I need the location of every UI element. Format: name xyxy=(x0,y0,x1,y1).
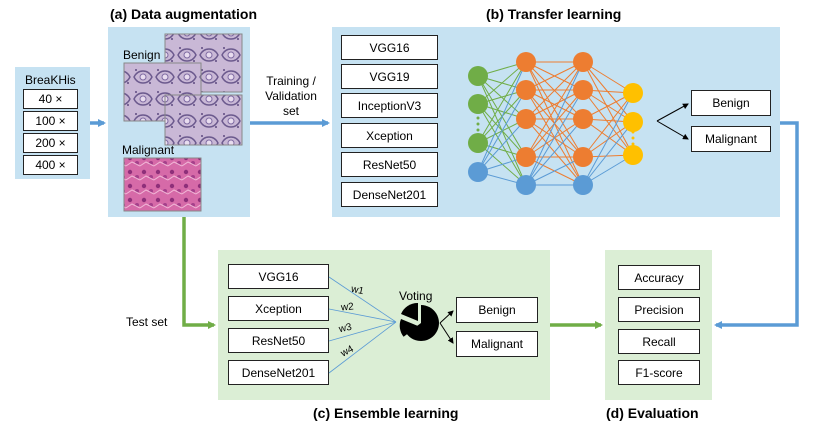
network-node xyxy=(573,109,593,129)
network-ellipsis-dot xyxy=(476,128,480,132)
magnification-box: 200 × xyxy=(23,133,78,153)
network-ellipsis-dot xyxy=(631,142,635,146)
malignant-image-label: Malignant xyxy=(122,143,175,157)
ensemble-model-box: DenseNet201 xyxy=(228,360,329,385)
network-edge xyxy=(477,61,527,105)
network-ellipsis-dot xyxy=(476,116,480,120)
network-ellipsis-dot xyxy=(631,130,635,134)
benign-image-3 xyxy=(164,94,243,146)
network-edge xyxy=(525,61,584,91)
network-ellipsis-dot xyxy=(631,136,635,140)
transfer-model-box: ResNet50 xyxy=(341,152,438,177)
network-ellipsis-dot xyxy=(476,122,480,126)
network-node xyxy=(623,145,643,165)
network-edge xyxy=(525,156,584,186)
ensemble-output-malignant: Malignant xyxy=(456,331,538,357)
network-edge xyxy=(582,92,634,158)
transfer-model-box: DenseNet201 xyxy=(341,182,438,207)
magnification-box: 400 × xyxy=(23,155,78,175)
ensemble-output-benign: Benign xyxy=(456,297,538,323)
network-edge xyxy=(477,61,527,173)
voting-label: Voting xyxy=(399,289,433,303)
network-node xyxy=(468,94,488,114)
network-node xyxy=(573,147,593,167)
metric-box: Accuracy xyxy=(618,265,700,290)
network-edge xyxy=(525,61,584,186)
section-title-b: (b) Transfer learning xyxy=(486,6,622,22)
network-node xyxy=(516,80,536,100)
arrow-transfer-to-evaluation xyxy=(714,121,799,329)
network-edge xyxy=(525,89,584,186)
weight-line xyxy=(328,321,397,374)
malignant-image xyxy=(123,157,202,212)
section-title-a: (a) Data augmentation xyxy=(110,6,258,22)
voting-fork-benign xyxy=(439,310,454,324)
ensemble-model-box: VGG16 xyxy=(228,264,329,289)
network-node xyxy=(468,66,488,86)
network-node xyxy=(623,83,643,103)
network-edge xyxy=(582,118,634,156)
network-edge xyxy=(477,61,527,144)
transfer-model-box: VGG16 xyxy=(341,35,438,60)
network-edge xyxy=(477,89,527,173)
transfer-model-box: Xception xyxy=(341,123,438,148)
network-node xyxy=(516,52,536,72)
network-edge xyxy=(477,118,527,173)
network-edge xyxy=(525,89,584,120)
network-edge xyxy=(582,89,634,156)
benign-image-label: Benign xyxy=(123,48,161,62)
network-node xyxy=(468,162,488,182)
magnification-box: 100 × xyxy=(23,111,78,131)
network-edge xyxy=(525,61,584,120)
magnification-box: 40 × xyxy=(23,89,78,109)
transfer-model-box: InceptionV3 xyxy=(341,93,438,118)
test-set-label: Test set xyxy=(126,315,168,329)
network-node xyxy=(516,147,536,167)
weight-line xyxy=(328,321,397,342)
network-node xyxy=(623,112,643,132)
section-title-d: (d) Evaluation xyxy=(606,405,699,421)
weight-line xyxy=(328,308,397,323)
train-val-label: Training / Validation set xyxy=(265,74,317,118)
network-edge xyxy=(525,61,584,158)
fork-line-benign xyxy=(656,103,689,122)
network-edge xyxy=(582,61,634,156)
network-node xyxy=(516,109,536,129)
transfer-output-malignant: Malignant xyxy=(691,126,771,152)
metric-box: Precision xyxy=(618,297,700,322)
network-edge xyxy=(525,118,584,186)
metric-box: F1-score xyxy=(618,360,700,385)
weight-line xyxy=(328,276,397,323)
ensemble-model-box: Xception xyxy=(228,296,329,321)
network-node xyxy=(516,175,536,195)
network-edge xyxy=(582,92,634,186)
network-node xyxy=(573,80,593,100)
fork-line-malignant xyxy=(656,120,689,140)
ensemble-model-box: ResNet50 xyxy=(228,328,329,353)
voting-pie-icon xyxy=(399,302,439,341)
transfer-model-box: VGG19 xyxy=(341,64,438,89)
arrow-augmentation-to-ensemble xyxy=(182,217,216,329)
network-edge xyxy=(582,121,634,186)
dataset-name: BreaKHis xyxy=(25,73,76,87)
network-node xyxy=(468,133,488,153)
network-edge xyxy=(477,103,527,186)
network-node xyxy=(573,175,593,195)
voting-fork-malignant xyxy=(439,322,454,344)
neural-network-icon xyxy=(468,52,643,195)
metric-box: Recall xyxy=(618,329,700,354)
section-title-c: (c) Ensemble learning xyxy=(313,405,459,421)
transfer-output-benign: Benign xyxy=(691,90,771,116)
network-node xyxy=(573,52,593,72)
